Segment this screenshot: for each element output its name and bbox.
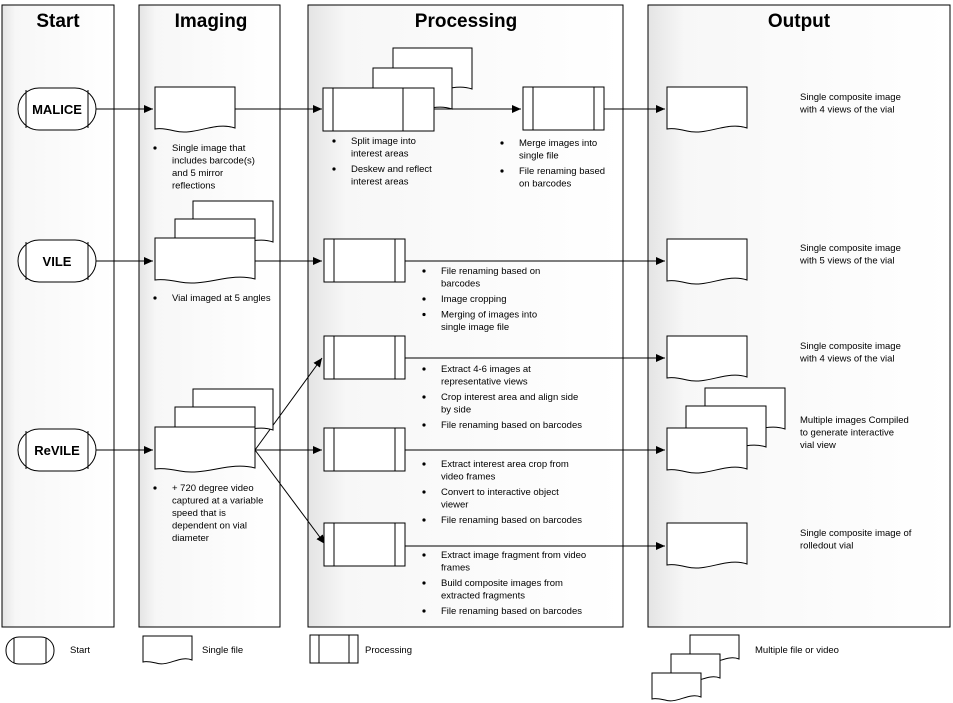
start-malice: MALICE bbox=[17, 87, 97, 131]
bullet-dot bbox=[422, 490, 426, 494]
legend-multiple-file-label: Multiple file or video bbox=[755, 645, 839, 656]
bullet-dot bbox=[422, 553, 426, 557]
start-revile: ReVILE bbox=[17, 428, 97, 472]
bullet-dot bbox=[422, 609, 426, 613]
start-label-vile: VILE bbox=[43, 254, 72, 269]
process-malice-merge bbox=[522, 86, 605, 131]
lane-title-start: Start bbox=[36, 11, 80, 32]
note-item: Vial imaged at 5 angles bbox=[172, 293, 271, 304]
connector-revile-c bbox=[254, 449, 326, 545]
bullet-dot bbox=[422, 367, 426, 371]
bullet-dot bbox=[422, 462, 426, 466]
bullet-dot bbox=[332, 167, 336, 171]
process-malice-split bbox=[322, 47, 473, 132]
bullet-dot bbox=[422, 312, 426, 317]
legend-processing-label: Processing bbox=[365, 645, 412, 656]
imaging-single-file-malice bbox=[154, 86, 236, 133]
legend-start-label: Start bbox=[70, 645, 90, 656]
connector-revile-a bbox=[254, 357, 323, 451]
bullet-dot bbox=[153, 146, 157, 150]
output-file-1 bbox=[666, 86, 748, 133]
note-item: File renaming based on barcodes bbox=[441, 515, 582, 526]
legend-single-file-label: Single file bbox=[202, 645, 243, 656]
bullet-dot bbox=[332, 139, 336, 143]
process-revile-b bbox=[323, 427, 406, 472]
bullet-dot bbox=[422, 518, 426, 522]
bullet-dot bbox=[153, 296, 157, 300]
bullet-dot bbox=[500, 141, 504, 145]
imaging-multiple-files-revile bbox=[154, 388, 274, 473]
legend-processing-shape bbox=[309, 634, 359, 664]
start-vile: VILE bbox=[17, 239, 97, 283]
note-item: File renaming based on barcodes bbox=[441, 420, 582, 431]
bullet-dot bbox=[422, 581, 426, 585]
lane-title-imaging: Imaging bbox=[175, 11, 248, 32]
connectors bbox=[96, 105, 665, 550]
lane-title-processing: Processing bbox=[415, 11, 517, 32]
start-label-revile: ReVILE bbox=[34, 443, 80, 458]
output-file-3 bbox=[666, 335, 748, 382]
output-file-2 bbox=[666, 238, 748, 285]
bullet-dot bbox=[422, 269, 426, 273]
start-label-malice: MALICE bbox=[32, 102, 82, 117]
output-multiple-files-4 bbox=[666, 387, 786, 474]
process-revile-a bbox=[323, 335, 406, 380]
bullet-dot bbox=[500, 169, 504, 173]
legend: Start Single file Processing Multiple fi… bbox=[5, 634, 839, 702]
imaging-multiple-files-vile bbox=[154, 200, 274, 284]
legend-multiple-file-shape bbox=[651, 634, 740, 702]
note-item: File renaming based on barcodes bbox=[441, 606, 582, 617]
note-item: Image cropping bbox=[441, 294, 506, 305]
process-revile-c bbox=[323, 522, 406, 567]
bullet-dot bbox=[422, 395, 426, 399]
lane-title-output: Output bbox=[768, 11, 831, 32]
process-vile bbox=[323, 238, 406, 283]
note-imaging-vile: Vial imaged at 5 angles bbox=[153, 293, 271, 304]
bullet-dot bbox=[422, 423, 426, 427]
bullet-dot bbox=[422, 297, 426, 301]
output-file-5 bbox=[666, 522, 748, 569]
bullet-dot bbox=[153, 486, 157, 490]
legend-start-shape bbox=[5, 636, 55, 665]
legend-single-file-shape bbox=[142, 635, 193, 665]
